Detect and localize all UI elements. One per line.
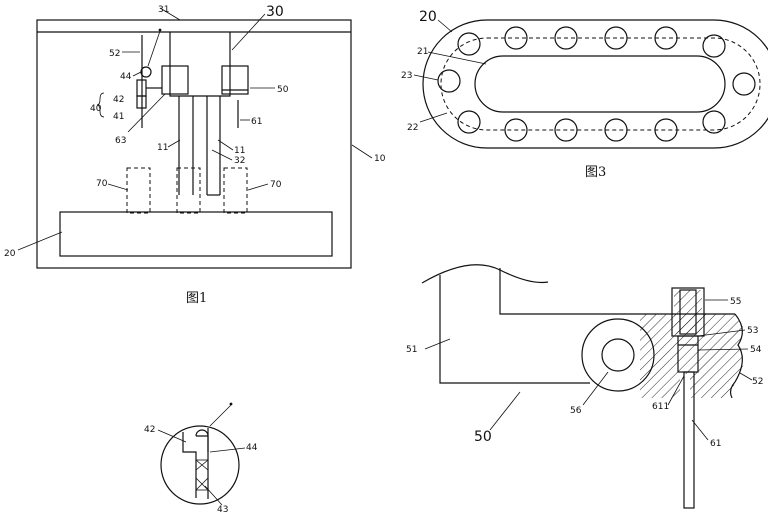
label-32: 32 [234,156,245,166]
dashed-70-right [223,167,248,214]
label-61-detail: 61 [710,439,721,449]
figure-1: 31 30 52 44 50 42 40 41 61 63 11 11 32 1… [4,4,386,306]
label-23: 23 [401,71,412,81]
label-52-detail: 52 [752,377,763,387]
inset-detail: 42 44 43 [144,402,258,515]
label-44: 44 [120,72,132,82]
label-inset-42: 42 [144,425,155,435]
label-20: 20 [4,249,16,259]
inset-circle [160,425,240,505]
label-30: 30 [266,4,284,20]
roller-56-outer [581,318,655,392]
base-20 [59,211,333,257]
inset-block-42 [182,432,197,498]
label-53: 53 [747,326,758,336]
leader-31 [159,7,181,21]
caption-fig1: 图1 [186,291,207,306]
roller-56-inner [601,338,635,372]
frame-10 [36,19,352,269]
pin-61 [683,371,695,509]
brace-40 [96,92,105,118]
dashed-70-left [126,167,151,214]
label-22: 22 [407,123,418,133]
break-line [421,264,549,284]
label-21: 21 [417,47,428,57]
block-41 [136,95,147,109]
wheels-23 [437,26,756,142]
figure-3: 20 21 23 22 图3 [401,9,768,180]
label-40: 40 [90,104,102,114]
label-11-left: 11 [157,143,168,153]
leader-30 [231,13,266,51]
block-left [161,65,189,95]
label-31: 31 [158,5,169,15]
label-70-right: 70 [270,180,282,190]
label-51: 51 [406,345,417,355]
label-70-left: 70 [96,179,108,189]
label-611: 611 [652,402,669,412]
column-31 [169,32,231,97]
dashed-70-mid [176,167,201,214]
label-inset-43: 43 [217,505,228,515]
track-inner-21 [474,55,726,113]
label-10: 10 [374,154,386,164]
label-63: 63 [115,136,126,146]
body-51 [439,275,590,384]
label-55: 55 [730,297,741,307]
track-outer-22 [422,19,768,149]
detail-view-50: 55 53 54 51 52 56 611 61 50 [406,264,763,509]
label-54: 54 [750,345,762,355]
label-52: 52 [109,49,120,59]
caption-fig3: 图3 [585,165,606,180]
label-inset-44: 44 [246,443,258,453]
label-11-right: 11 [234,146,245,156]
label-61: 61 [251,117,262,127]
label-50-detail: 50 [474,429,492,445]
track-centerline [440,37,761,131]
label-56: 56 [570,406,582,416]
block-50 [221,65,249,95]
label-50: 50 [277,85,289,95]
housing-52-hatch [640,314,745,398]
housing-break [729,313,743,399]
label-42: 42 [113,95,124,105]
label-41: 41 [113,112,124,122]
label-fig3-20: 20 [419,9,437,25]
